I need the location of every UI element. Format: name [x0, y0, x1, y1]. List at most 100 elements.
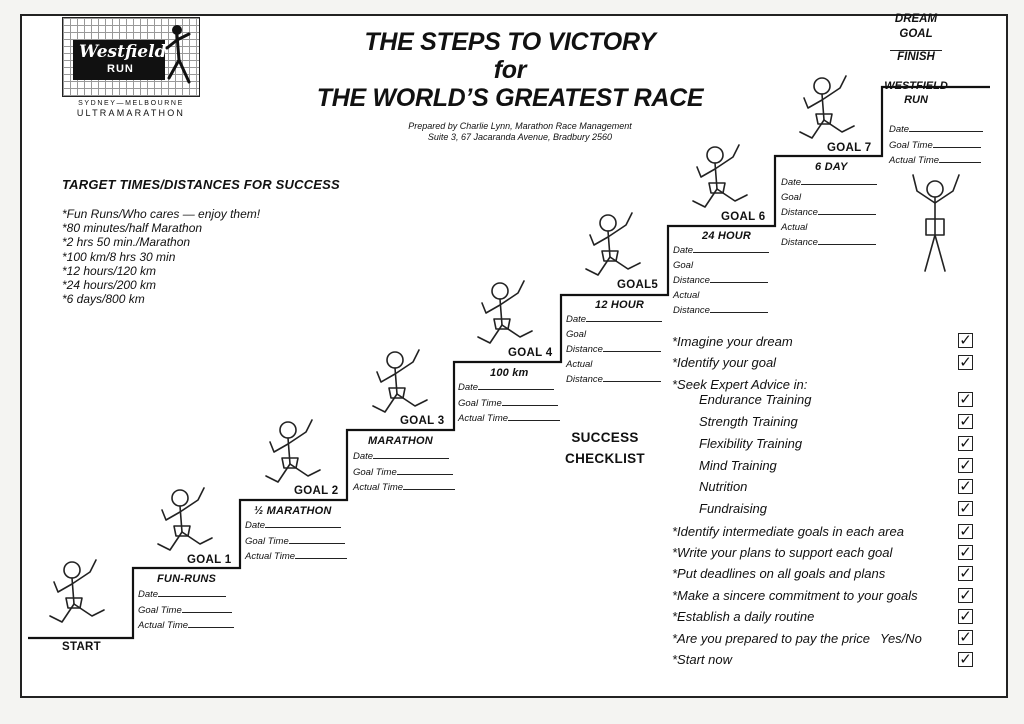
field-label: Actual — [781, 221, 808, 233]
fill-in-line[interactable] — [403, 480, 456, 490]
field-label: Date — [245, 520, 266, 531]
checkbox[interactable]: ✓ — [958, 650, 973, 668]
fill-in-line[interactable] — [939, 153, 982, 163]
checkbox[interactable]: ✓ — [958, 607, 973, 625]
checkbox[interactable]: ✓ — [958, 477, 973, 495]
field-label: Date — [353, 451, 374, 462]
yes-no-label: Yes/No — [880, 631, 922, 646]
finish-label: FINISH — [897, 51, 935, 63]
goal-2-label: GOAL 2 — [294, 485, 339, 497]
fill-in-line[interactable] — [909, 122, 984, 132]
final-step-fields: Date Goal Time Actual Time — [889, 122, 984, 169]
checklist-item: Nutrition — [699, 479, 748, 494]
step-6-title: 24 HOUR — [702, 230, 752, 242]
start-label: START — [62, 641, 101, 653]
fill-in-line[interactable] — [158, 587, 227, 597]
checkbox[interactable]: ✓ — [958, 456, 973, 474]
checklist-item: *Identify your goal — [672, 355, 777, 370]
step-3-title: MARATHON — [368, 435, 433, 447]
staircase-line — [28, 85, 990, 640]
runner-figure-icon — [692, 144, 748, 208]
logo-subtitle-event: ULTRAMARATHON — [76, 108, 186, 118]
field-label: Date — [566, 314, 587, 325]
field-label: Goal Time — [353, 466, 397, 478]
field-label: Date — [889, 124, 910, 135]
finisher-figure-icon — [912, 174, 960, 272]
checkbox[interactable]: ✓ — [958, 522, 973, 540]
fill-in-line[interactable] — [932, 138, 981, 148]
fill-in-line[interactable] — [817, 235, 876, 245]
goal-4-label: GOAL 4 — [508, 347, 553, 359]
fill-in-line[interactable] — [709, 273, 768, 283]
checkbox[interactable]: ✓ — [958, 628, 973, 646]
fill-in-line[interactable] — [478, 380, 555, 390]
checkbox[interactable]: ✓ — [958, 390, 973, 408]
runner-figure-icon — [799, 75, 855, 139]
step-4-title: 100 km — [490, 367, 529, 379]
checklist-item: *Are you prepared to pay the price — [672, 631, 871, 646]
checkbox[interactable]: ✓ — [958, 434, 973, 452]
fill-in-line[interactable] — [288, 534, 345, 544]
fill-in-line[interactable] — [801, 175, 878, 185]
checkbox[interactable]: ✓ — [958, 564, 973, 582]
checklist-item: *Write your plans to support each goal — [672, 545, 893, 560]
final-title-1: WESTFIELD — [884, 80, 948, 92]
fill-in-line[interactable] — [265, 518, 342, 528]
checkbox[interactable]: ✓ — [958, 353, 973, 371]
checkbox[interactable]: ✓ — [958, 412, 973, 430]
runner-figure-icon — [157, 487, 213, 551]
logo-runner-icon — [165, 25, 191, 84]
field-label: Actual Time — [245, 551, 296, 562]
field-label: Actual — [566, 358, 593, 370]
checklist-item: *Seek Expert Advice in: — [672, 377, 808, 392]
fill-in-line[interactable] — [602, 372, 661, 382]
fill-in-line[interactable] — [817, 205, 876, 215]
fill-in-line[interactable] — [709, 303, 768, 313]
checkbox[interactable]: ✓ — [958, 543, 973, 561]
target-item: *2 hrs 50 min./Marathon — [62, 235, 191, 250]
runner-figure-icon — [265, 419, 321, 483]
checklist-item: Strength Training — [699, 414, 798, 429]
checklist-item: Fundraising — [699, 501, 767, 516]
runner-figure-icon — [372, 349, 428, 413]
goal-1-label: GOAL 1 — [187, 554, 232, 566]
checkbox[interactable]: ✓ — [958, 586, 973, 604]
fill-in-line[interactable] — [295, 549, 348, 559]
goal-5-label: GOAL5 — [617, 279, 659, 291]
goal-6-label: GOAL 6 — [721, 211, 766, 223]
target-item: *24 hours/200 km — [62, 278, 157, 293]
step-5-fields: Date Goal Distance Actual Distance — [566, 312, 663, 388]
fill-in-line[interactable] — [501, 396, 558, 406]
goal-7-label: GOAL 7 — [827, 142, 872, 154]
dream-label: DREAM — [894, 13, 938, 25]
final-title-2: RUN — [904, 94, 928, 106]
title-line-1: THE STEPS TO VICTORY — [364, 28, 656, 56]
field-label: Goal — [566, 328, 587, 340]
checkbox[interactable]: ✓ — [958, 499, 973, 517]
fill-in-line[interactable] — [373, 449, 450, 459]
field-label: Date — [673, 245, 694, 256]
fill-in-line[interactable] — [586, 312, 663, 322]
logo-wordmark: Westfield RUN — [73, 40, 166, 80]
checkbox[interactable]: ✓ — [958, 331, 973, 349]
target-item: *100 km/8 hrs 30 min — [62, 249, 176, 264]
step-7-fields: Date Goal Distance Actual Distance — [781, 175, 878, 251]
fill-in-line[interactable] — [396, 465, 453, 475]
fill-in-line[interactable] — [508, 411, 561, 421]
checklist-title-1: SUCCESS — [571, 430, 639, 445]
goal-label: GOAL — [899, 27, 933, 40]
fill-in-line[interactable] — [602, 342, 661, 352]
fill-in-line[interactable] — [188, 618, 235, 628]
step-2-title: ½ MARATHON — [254, 505, 332, 517]
checklist-item: *Start now — [672, 652, 732, 667]
target-item: *6 days/800 km — [62, 292, 145, 307]
field-label: Actual Time — [353, 482, 404, 493]
field-label: Distance — [566, 374, 603, 385]
checklist-item: *Imagine your dream — [672, 334, 793, 349]
logo-run: RUN — [107, 63, 134, 75]
field-label: Goal — [673, 259, 694, 271]
westfield-run-logo: Westfield RUN — [62, 17, 200, 97]
fill-in-line[interactable] — [181, 603, 232, 613]
fill-in-line[interactable] — [693, 243, 770, 253]
